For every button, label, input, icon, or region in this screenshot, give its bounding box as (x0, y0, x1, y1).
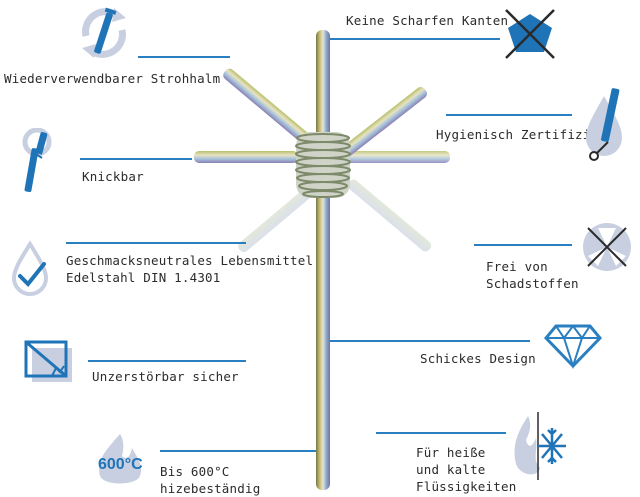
reusable-straw-icon (82, 7, 126, 58)
feature-label: Keine Scharfen Kanten (346, 13, 509, 28)
feature-label: Wiederverwendbarer Strohhalm (4, 71, 221, 86)
fire-600-icon: 600°C (86, 430, 156, 490)
connector-line (66, 242, 246, 244)
feature-label: Frei von (486, 259, 548, 274)
feature-label: hizebeständig (160, 481, 261, 496)
taste-neutral-drop-icon (11, 240, 49, 296)
connector-line (474, 244, 572, 246)
feature-label: Schickes Design (420, 351, 536, 366)
feature-label: Edelstahl DIN 1.4301 (66, 270, 221, 285)
feature-label: Geschmacksneutrales Lebensmittel (66, 253, 314, 268)
feature-label: Unzerstörbar sicher (92, 369, 239, 384)
no-sharp-edges-icon (505, 9, 555, 59)
connector-line (88, 360, 246, 362)
feature-label: und kalte (416, 462, 486, 477)
feature-label: Bis 600°C (160, 464, 230, 479)
connector-line (330, 340, 530, 342)
feature-label: Schadstoffen (486, 276, 579, 291)
connector-line (330, 38, 500, 40)
hot-cold-icon (514, 412, 566, 480)
bendable-straw-icon (22, 128, 52, 193)
pollutant-free-icon (583, 223, 631, 271)
feature-label: Hygienisch Zertifiziert (436, 127, 614, 142)
connector-line (160, 450, 316, 452)
feature-label: Knickbar (82, 169, 144, 184)
feature-label: Für heiße (416, 445, 486, 460)
connector-line (138, 56, 230, 58)
hygiene-certified-icon (586, 88, 622, 161)
fire-600-icon-text: 600°C (98, 456, 143, 473)
connector-line (446, 114, 572, 116)
unbreakable-icon (24, 340, 72, 382)
connector-line (376, 432, 506, 434)
feature-label: Flüssigkeiten (416, 479, 517, 494)
connector-line (80, 158, 192, 160)
diamond-icon (543, 324, 603, 370)
